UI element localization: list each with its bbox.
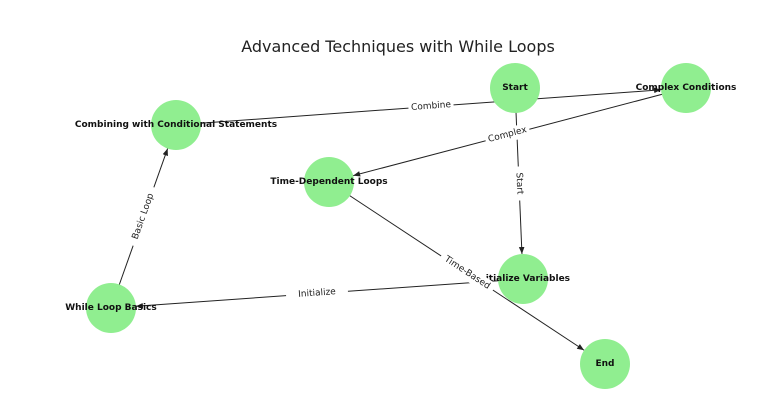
node-label-end: End	[596, 359, 615, 369]
node-combining	[151, 100, 201, 150]
edge-label-group: Combine	[407, 97, 455, 116]
edge-label: Time-Based	[441, 254, 491, 292]
edge-label-background	[407, 97, 455, 116]
node-label-complex: Complex Conditions	[636, 83, 737, 93]
node-complex	[661, 63, 711, 113]
edge-label-group: Time-Based	[437, 250, 497, 296]
edge-label: Initialize	[298, 287, 337, 300]
edge-label-group: Initialize	[285, 284, 349, 303]
edge-label: Combine	[411, 100, 452, 113]
edge-label: Start	[514, 172, 525, 195]
node-end	[580, 339, 630, 389]
node-timedep	[304, 157, 354, 207]
node-label-combining: Combining with Conditional Statements	[75, 120, 277, 130]
diagram-title: Advanced Techniques with While Loops	[241, 37, 555, 56]
edge-label-background	[483, 122, 532, 148]
edge-label-background	[437, 250, 497, 296]
node-label-basics: While Loop Basics	[65, 303, 157, 313]
edge-label-group: Complex	[483, 122, 532, 148]
node-label-timedep: Time-Dependent Loops	[270, 177, 387, 187]
node-label-start: Start	[502, 83, 528, 93]
node-basics	[86, 283, 136, 333]
node-initvars	[498, 254, 548, 304]
edge-label-group: Start	[511, 166, 527, 201]
node-label-initvars: Initialize Variables	[476, 274, 570, 284]
edge-label-group: Basic Loop	[126, 184, 161, 249]
edge-label-background	[285, 284, 349, 303]
node-start	[490, 63, 540, 113]
edge-label-background	[511, 166, 527, 201]
edge-label-background	[126, 184, 161, 249]
